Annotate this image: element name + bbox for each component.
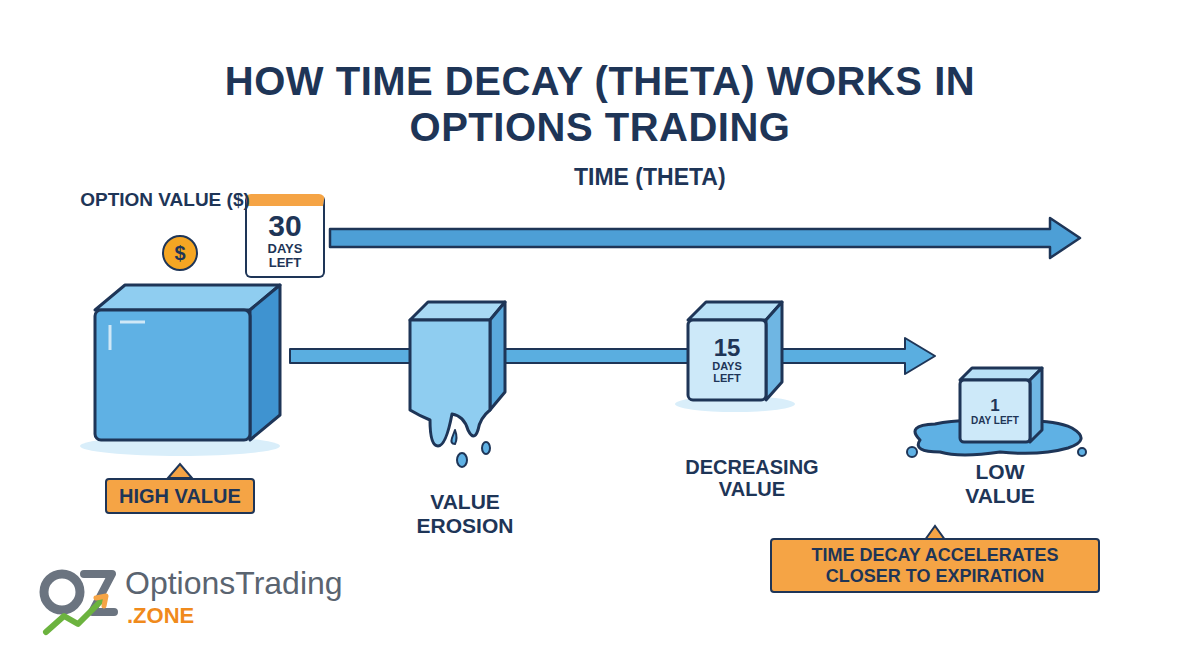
pointer xyxy=(168,464,192,478)
axis-label: OPTION VALUE ($) xyxy=(80,189,250,210)
value-tag: HIGH VALUE xyxy=(105,478,255,514)
stage-label: LOW VALUE xyxy=(960,460,1040,507)
stage-label: VALUE EROSION xyxy=(390,490,540,537)
logo-icon xyxy=(44,574,114,632)
node-text: 15 xyxy=(707,335,747,360)
coin: $ xyxy=(162,235,198,271)
axis-label: TIME (THETA) xyxy=(574,165,726,191)
logo-text: .ZONE xyxy=(127,604,194,629)
ice-cube-medium xyxy=(675,302,795,412)
ice-cube-small xyxy=(907,368,1086,457)
stage-label: DECREASING VALUE xyxy=(672,456,832,501)
cube-face-text: 15DAYS LEFT xyxy=(707,335,747,384)
logo-text: OptionsTrading xyxy=(125,566,343,602)
value-arrow xyxy=(290,338,935,374)
node-text: DAYS LEFT xyxy=(707,360,747,384)
cube-face-text: 1DAY LEFT xyxy=(971,397,1019,426)
node-text: $ xyxy=(174,243,185,263)
title: HOW TIME DECAY (THETA) WORKS IN OPTIONS … xyxy=(220,58,980,150)
callout-box: TIME DECAY ACCELERATES CLOSER TO EXPIRAT… xyxy=(770,538,1100,593)
ice-cube-melting xyxy=(410,302,505,467)
node-text: 30 xyxy=(253,210,317,242)
node-text: DAY LEFT xyxy=(971,415,1019,426)
node-text: 1 xyxy=(971,397,1019,415)
node-text: TIME DECAY ACCELERATES CLOSER TO EXPIRAT… xyxy=(786,545,1084,586)
node-text: DAYS LEFT xyxy=(260,242,310,271)
time-arrow xyxy=(330,218,1080,258)
ice-cube-large xyxy=(80,285,280,456)
calendar: 30DAYS LEFT xyxy=(245,194,325,278)
node-text: HIGH VALUE xyxy=(119,485,241,507)
